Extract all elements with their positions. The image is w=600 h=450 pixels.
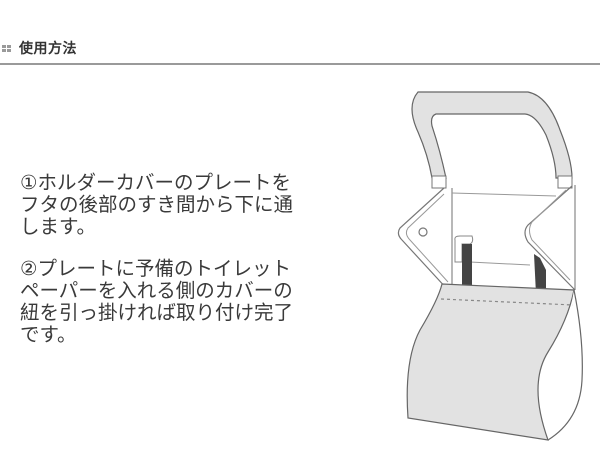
instruction-steps: ①ホルダーカバーのプレートを フタの後部のすき間から下に通 します。 ②プレート…	[20, 172, 365, 366]
header-divider	[0, 63, 600, 65]
step-2: ②プレートに予備のトイレット ペーパーを入れる側のカバーの 紐を引っ掛ければ取り…	[20, 257, 294, 346]
step-1: ①ホルダーカバーのプレートを フタの後部のすき間から下に通 します。	[20, 171, 294, 238]
cover-bag	[406, 283, 575, 441]
section-title: 使用方法	[19, 41, 77, 57]
holder-cover-illustration	[397, 91, 583, 441]
handle-frame	[411, 91, 573, 179]
section-header: 使用方法	[0, 36, 600, 62]
grid-dots-icon	[2, 45, 12, 52]
